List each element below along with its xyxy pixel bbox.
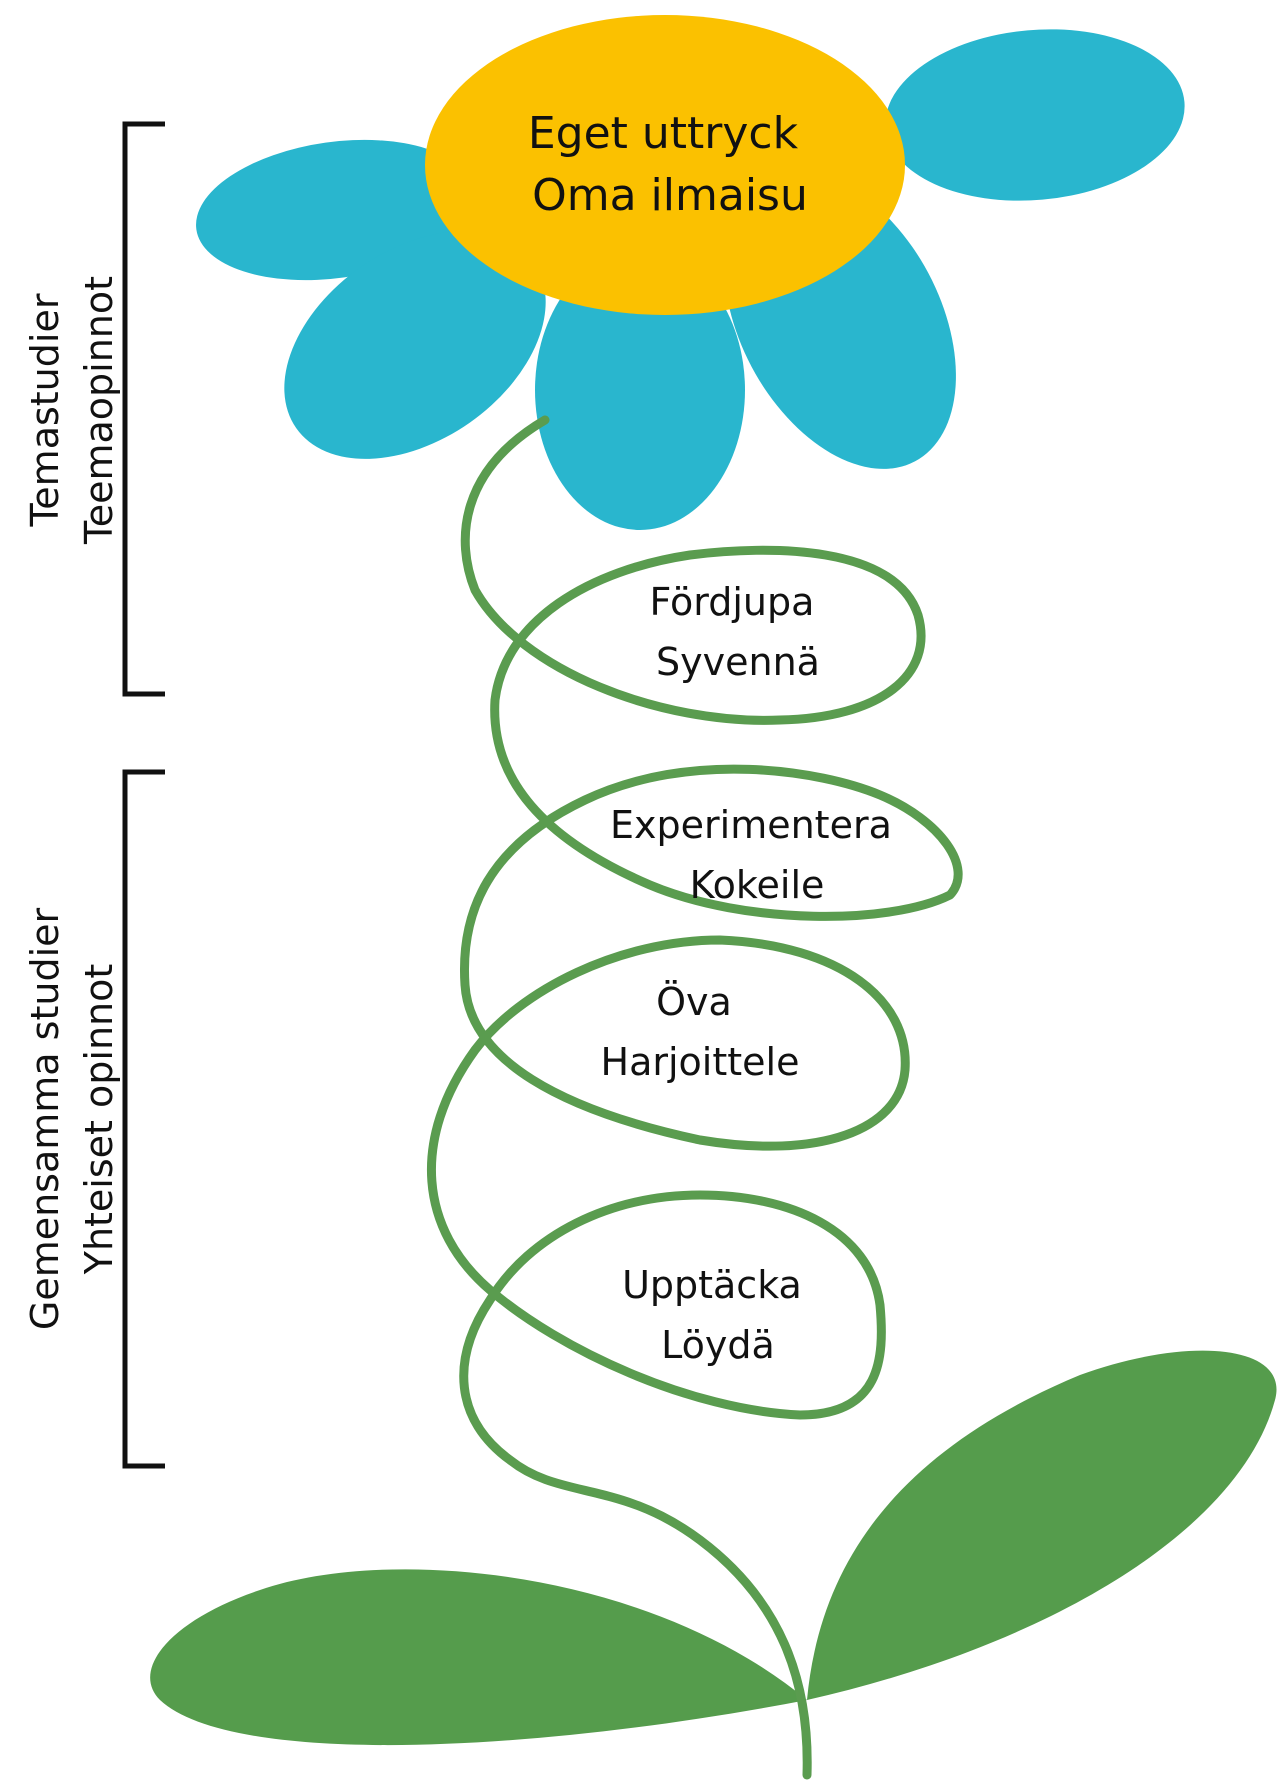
svg-text:Upptäcka Löydä: Upptäcka Löydä <box>622 1263 814 1367</box>
common-studies-swedish: Gemensamma studier <box>23 907 67 1330</box>
left-leaf <box>150 1569 807 1746</box>
theme-studies-swedish: Temastudier <box>23 293 67 527</box>
svg-text:Teemaopinnot: Teemaopinnot <box>77 276 121 545</box>
leaves <box>150 1350 1277 1746</box>
common-studies-bracket <box>122 769 165 1469</box>
spiral-stem <box>426 415 963 1780</box>
stage-deepen-line2: Syvennä <box>656 640 820 684</box>
svg-text:Experimentera Kokeile: Experimentera Kokeile <box>610 803 904 907</box>
stage-experiment-line1: Experimentera <box>610 803 892 847</box>
svg-text:Fördjupa Syvennä: Fördjupa Syvennä <box>650 580 827 684</box>
theme-studies-finnish: Teemaopinnot <box>77 276 121 545</box>
petal-bottom <box>535 250 745 530</box>
right-leaf <box>807 1350 1277 1700</box>
svg-text:Öva Harjoittele: Öva Harjoittele <box>601 980 800 1084</box>
theme-studies-bracket <box>122 121 165 697</box>
stage-discover-line2: Löydä <box>661 1323 775 1367</box>
svg-text:Temastudier: Temastudier <box>23 293 67 527</box>
stage-practice-line1: Öva <box>656 980 732 1024</box>
center-label-line2: Oma ilmaisu <box>532 170 808 221</box>
stage-deepen-line1: Fördjupa <box>650 580 815 624</box>
stage-discover-line1: Upptäcka <box>622 1263 802 1307</box>
flower-center <box>425 15 905 315</box>
stage-experiment-line2: Kokeile <box>690 863 825 907</box>
stage-practice-line2: Harjoittele <box>601 1040 800 1084</box>
petal-right <box>885 29 1185 201</box>
svg-text:Eget uttryck Oma ilmaisu: Eget uttryck Oma ilmaisu <box>528 108 812 221</box>
common-studies-finnish: Yhteiset opinnot <box>77 964 121 1276</box>
svg-text:Yhteiset opinnot: Yhteiset opinnot <box>77 964 121 1276</box>
svg-text:Gemensamma studier: Gemensamma studier <box>23 907 67 1330</box>
petal-lower-left <box>284 231 546 459</box>
center-label-line1: Eget uttryck <box>528 108 799 159</box>
